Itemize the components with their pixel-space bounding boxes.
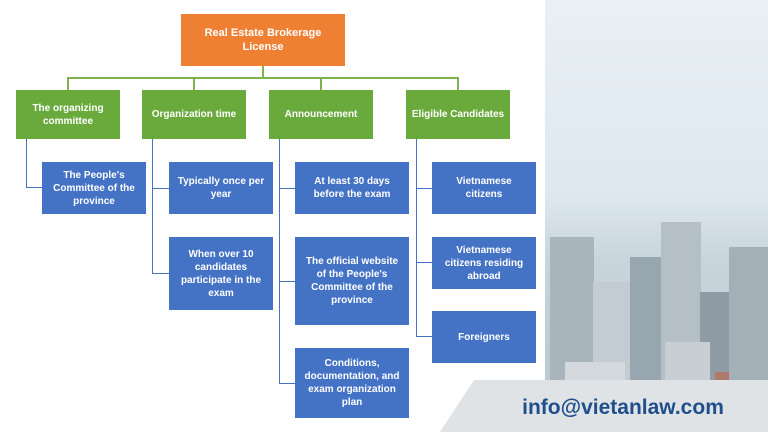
connector-col4-h3	[416, 336, 432, 337]
item-vietnamese-citizens: Vietnamese citizens	[432, 162, 536, 214]
branch-drop-1	[67, 77, 69, 90]
connector-col2-vertical	[152, 139, 153, 274]
root-connector	[262, 66, 264, 78]
category-eligible-candidates: Eligible Candidates	[406, 90, 510, 139]
branch-drop-2	[193, 77, 195, 90]
connector-col3-h2	[279, 281, 295, 282]
connector-col2-h1	[152, 188, 169, 189]
item-peoples-committee: The People's Committee of the province	[42, 162, 146, 214]
category-announcement: Announcement	[269, 90, 373, 139]
item-30-days-before: At least 30 days before the exam	[295, 162, 409, 214]
connector-col3-h1	[279, 188, 295, 189]
item-citizens-abroad: Vietnamese citizens residing abroad	[432, 237, 536, 289]
connector-col3-vertical	[279, 139, 280, 384]
connector-col4-h1	[416, 188, 432, 189]
footer-banner	[440, 380, 768, 432]
item-official-website: The official website of the People's Com…	[295, 237, 409, 325]
item-conditions-documentation: Conditions, documentation, and exam orga…	[295, 348, 409, 418]
category-organizing-committee: The organizing committee	[16, 90, 120, 139]
branch-drop-4	[457, 77, 459, 90]
connector-col3-h3	[279, 383, 295, 384]
category-organization-time: Organization time	[142, 90, 246, 139]
connector-col1-h1	[26, 187, 42, 188]
connector-col2-h2	[152, 273, 169, 274]
city-skyline-image	[545, 0, 768, 432]
contact-email: info@vietanlaw.com	[522, 396, 724, 419]
branch-bar	[67, 77, 459, 79]
connector-col4-h2	[416, 262, 432, 263]
item-foreigners: Foreigners	[432, 311, 536, 363]
item-once-per-year: Typically once per year	[169, 162, 273, 214]
connector-col4-vertical	[416, 139, 417, 337]
root-node: Real Estate Brokerage License	[181, 14, 345, 66]
branch-drop-3	[320, 77, 322, 90]
connector-col1-vertical	[26, 139, 27, 187]
item-over-10-candidates: When over 10 candidates participate in t…	[169, 237, 273, 310]
